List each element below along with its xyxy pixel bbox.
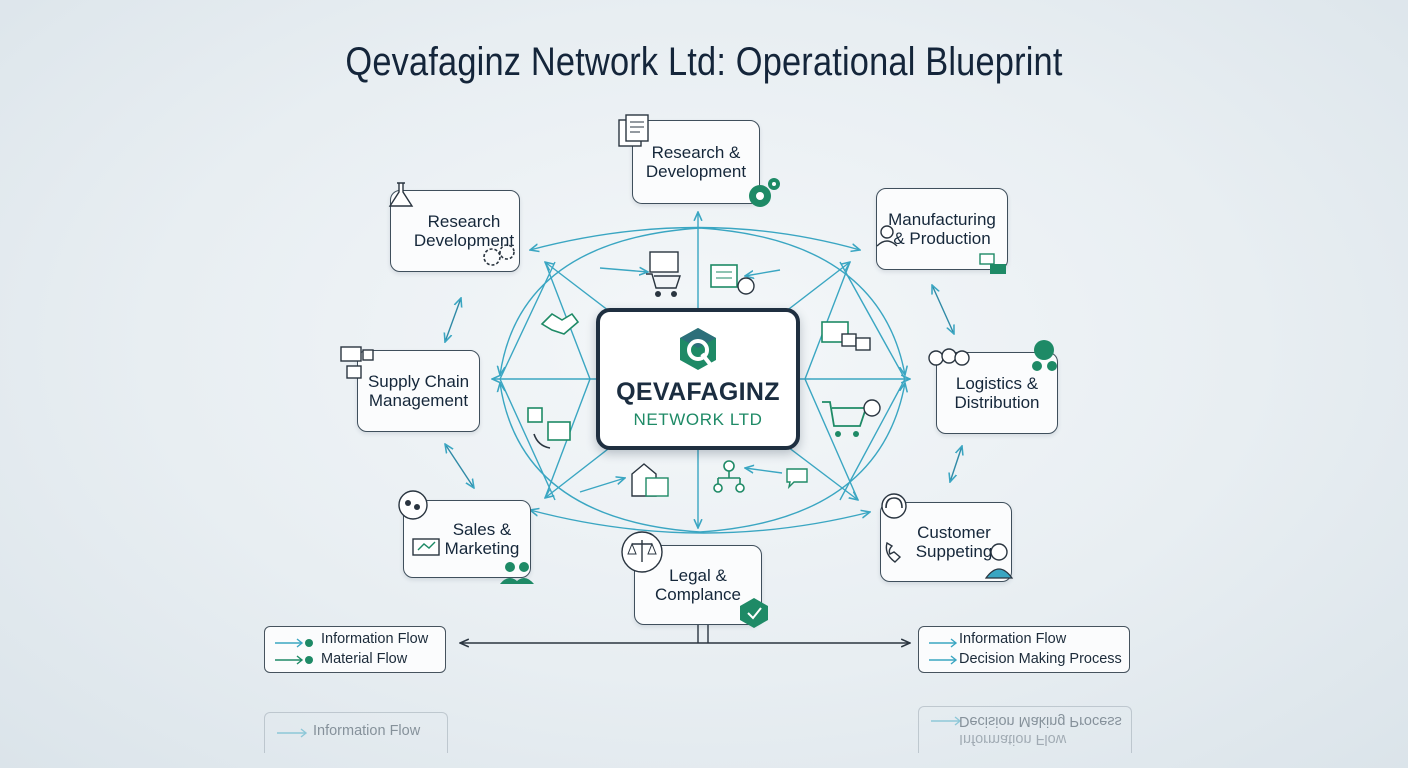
building-icon [631,463,669,497]
reflection-arrow-icon [931,716,962,726]
chat-icon [398,490,428,520]
node-label: Manufacturing & Production [888,210,996,248]
support-agent-icon [984,543,1014,579]
org-chart-icon [713,460,745,493]
reflection-text: Decision Making Process [959,713,1122,729]
monitor-icon [821,321,871,351]
reflection-text: Information Flow [313,723,421,739]
gear-icon [483,244,515,266]
worker-icon [876,225,898,247]
legend-item: Information Flow [321,631,429,647]
globe-icon [1032,340,1057,371]
reflection-left: Information Flow [264,712,448,753]
people-icon [500,562,534,584]
node-label: Logistics & Distribution [954,374,1040,412]
node-supply-chain-management[interactable]: Supply Chain Management [357,350,480,432]
node-label: Research Development [413,212,515,250]
reflection-arrow-icon [277,728,308,738]
node-label: Sales & Marketing [444,520,520,558]
legend-item: Decision Making Process [959,651,1122,667]
dashboard-icon [979,253,1006,274]
headset-icon [881,493,907,519]
documents-icon [618,114,649,147]
speech-bubble-icon [786,468,808,490]
computer-icon [340,346,374,379]
arc-top-outer [530,226,860,251]
node-manufacturing-production[interactable]: Manufacturing & Production [876,188,1008,270]
legend-right: Information Flow Decision Making Process [918,626,1130,673]
legend-item: Information Flow [959,631,1067,647]
scales-icon [621,531,663,573]
team-icon [928,348,970,366]
gears-icon [749,178,780,207]
truck-icon [822,399,881,437]
node-label: Legal & Complance [655,566,741,604]
node-label: Customer Suppeting [915,523,993,561]
handshake-icon [540,312,580,335]
ellipse-arc-bottom [500,383,905,533]
laptop-icon [412,538,440,556]
hub-name: QEVAFAGINZ [616,378,780,406]
central-hub[interactable]: QEVAFAGINZ NETWORK LTD [596,308,800,450]
hub-subtitle: NETWORK LTD [633,410,763,429]
arc-bottom-outer [530,510,870,534]
network-icon [527,407,571,449]
legend-item: Material Flow [321,651,408,667]
node-label: Supply Chain Management [367,372,470,410]
node-label: Research & Development [645,143,747,181]
legend-left: Information Flow Material Flow [264,626,446,673]
reflection-right: Decision Making Process Information Flow [918,706,1132,753]
shield-icon [740,598,768,628]
clipboard-icon [710,264,755,295]
phone-icon [885,541,902,563]
legend-arrows-icon [275,638,313,665]
legend-arrows-icon [929,638,958,665]
node-logistics-distribution[interactable]: Logistics & Distribution [936,352,1058,434]
flask-icon [388,182,414,207]
node-research-development-top[interactable]: Research & Development [632,120,760,204]
shopping-cart-icon [646,251,681,297]
company-logo-icon [680,328,716,370]
reflection-text: Information Flow [959,731,1067,747]
node-research-development-left[interactable]: Research Development [390,190,520,272]
page-title: Qevafaginz Network Ltd: Operational Blue… [345,40,1063,84]
